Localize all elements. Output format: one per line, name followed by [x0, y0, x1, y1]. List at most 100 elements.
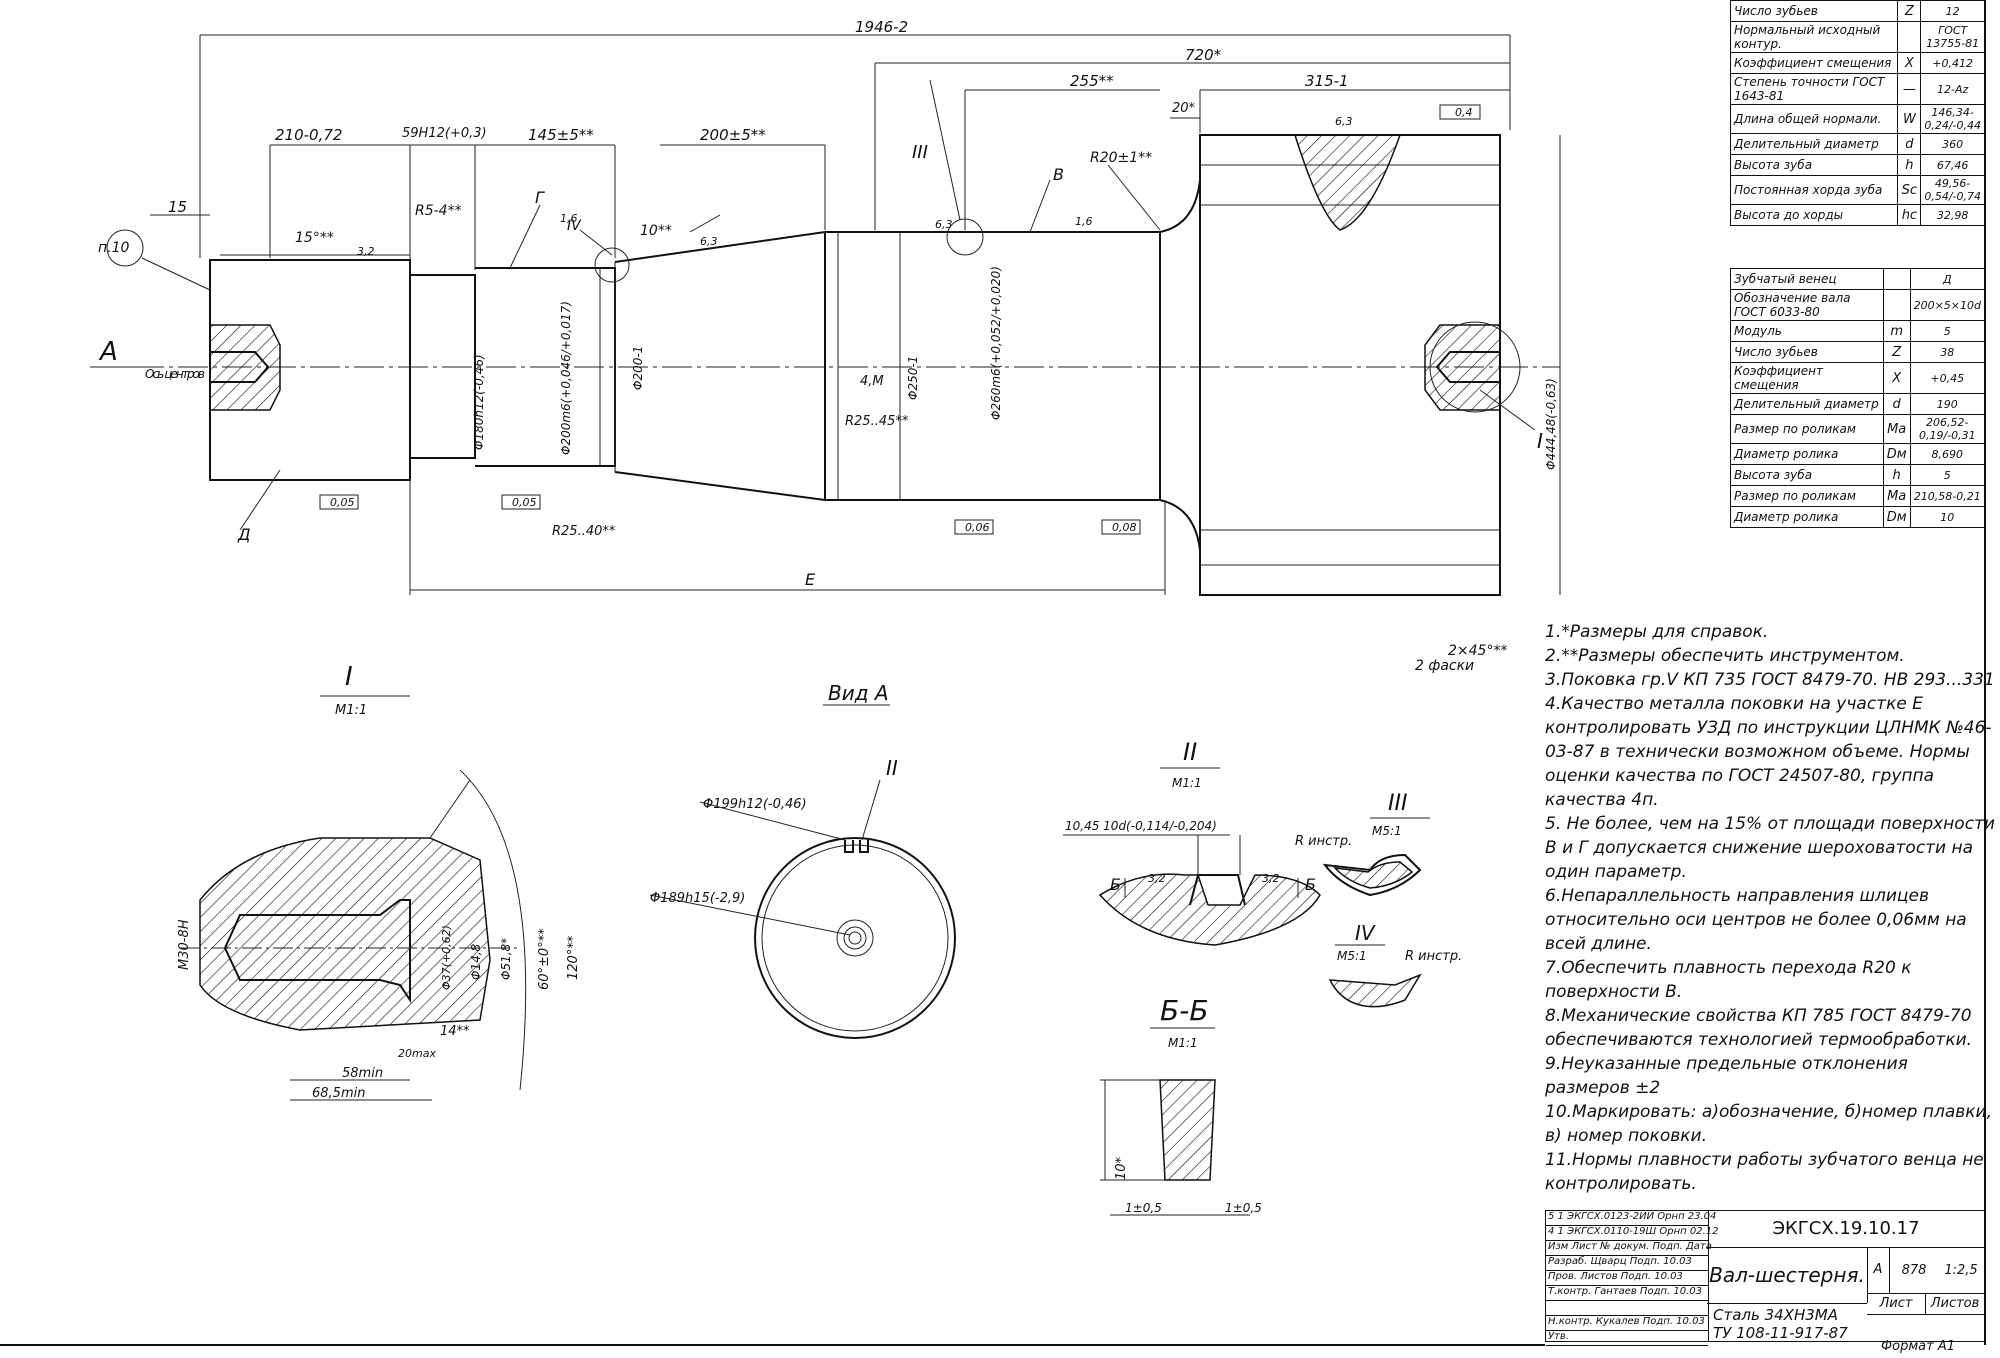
- param-value: 146,34-0,24/-0,44: [1920, 104, 1985, 134]
- param-value: +0,412: [1920, 52, 1985, 74]
- detail-i-14: 14**: [440, 1024, 470, 1039]
- section-b-profile: [1159, 1079, 1216, 1181]
- param-name: Высота до хорды: [1729, 204, 1899, 226]
- param-value: 32,98: [1920, 204, 1985, 226]
- param-name: Делительный диаметр: [1729, 133, 1899, 155]
- detail-i-dia518: Φ51,8*: [499, 938, 513, 980]
- param-value: 210,58-0,21: [1909, 485, 1986, 507]
- shaft-middle-body: [825, 231, 1161, 501]
- section-b-b: Б-Б M1:1 10* 1±0,5 1±0,5: [1100, 994, 1262, 1216]
- param-symbol: Ma: [1882, 485, 1911, 507]
- paper-format: Формат А1: [1880, 1339, 1955, 1354]
- param-value: ГОСТ 13755-81: [1920, 21, 1985, 53]
- param-name: Постоянная хорда зуба: [1729, 175, 1899, 205]
- mark-v: В: [1053, 165, 1064, 184]
- detail-iii-scale: M5:1: [1372, 824, 1402, 838]
- tol-005-a: 0,05: [330, 496, 355, 509]
- detail-iv-title: IV: [1355, 921, 1376, 945]
- dim-145: 145±5**: [528, 126, 594, 144]
- param-symbol: Dм: [1882, 443, 1911, 465]
- detail-ii-width: 10,45 10d(-0,114/-0,204): [1065, 819, 1217, 833]
- part-name: Вал-шестерня.: [1707, 1247, 1868, 1303]
- detail-i-dia148: Φ14,8: [469, 943, 483, 980]
- detail-i-dia37: Φ37(+0,62): [440, 925, 453, 990]
- dim-dia200m6: Φ200m6(+0,046/+0,017): [559, 301, 573, 455]
- param-symbol: h: [1897, 154, 1922, 176]
- dim-2-faces: 2 фаски: [1415, 658, 1474, 674]
- dim-210: 210-0,72: [275, 126, 342, 144]
- detail-mark-1: I: [1537, 429, 1543, 453]
- note-item: 1.*Размеры для справок.: [1545, 622, 1769, 642]
- param-name: Число зубьев: [1730, 341, 1884, 363]
- param-symbol: X: [1882, 362, 1911, 394]
- param-value: 5: [1909, 464, 1986, 486]
- dim-chamfer-2x45: 2×45°**: [1448, 643, 1507, 659]
- param-name: Модуль: [1730, 320, 1884, 342]
- detail-iii-view: III M5:1 R инстр.: [1295, 791, 1430, 897]
- part-material: Сталь 34ХН3МА ТУ 108-11-917-87: [1707, 1303, 1867, 1342]
- rough-63-b: 6,3: [935, 218, 953, 231]
- table-row: Нормальный исходный контур.ГОСТ 13755-81: [1729, 21, 1985, 53]
- rough-16-b: 1,6: [560, 212, 578, 225]
- dim-e: E: [805, 570, 816, 589]
- param-value: 49,56-0,54/-0,74: [1920, 175, 1985, 205]
- param-name: Диаметр ролика: [1730, 443, 1884, 465]
- detail-i-m30: M30-8H: [177, 919, 192, 970]
- title-block-row: Пров. Листов Подп. 10.03: [1546, 1271, 1708, 1286]
- detail-i-685: 68,5min: [312, 1086, 365, 1101]
- detail-iii-title: III: [1388, 791, 1407, 816]
- shaft-main-view: 1946-2 720* 255** 315-1 210-0,72 59H12(+…: [90, 18, 1561, 674]
- param-symbol: [1882, 268, 1911, 290]
- title-block-row: Разраб. Щварц Подп. 10.03: [1546, 1256, 1708, 1271]
- view-a-dia189: Φ189h15(-2,9): [650, 891, 745, 906]
- detail-mark-3: III: [912, 142, 928, 163]
- view-a-outer-circle: [754, 837, 956, 1039]
- detail-i-58: 58min: [342, 1066, 383, 1081]
- dim-chamfer15: 15°**: [295, 230, 334, 246]
- param-name: Диаметр ролика: [1730, 506, 1884, 528]
- mark-g: Г: [535, 188, 545, 207]
- param-value: 8,690: [1909, 443, 1986, 465]
- param-value: 12: [1920, 0, 1985, 22]
- detail-iii-section: [1322, 853, 1422, 897]
- title-block-props: А 878 1:2,5 Лист Листов: [1867, 1247, 1985, 1341]
- dim-15: 15: [168, 198, 187, 216]
- part-mass: 878: [1901, 1262, 1927, 1278]
- param-symbol: [1882, 289, 1911, 321]
- view-a-arrow: A: [98, 337, 118, 367]
- section-b-10: 10*: [1114, 1156, 1129, 1180]
- title-block-row: Н.контр. Кукалев Подп. 10.03: [1546, 1316, 1708, 1331]
- param-name: Коэффициент смещения: [1729, 52, 1899, 74]
- dim-200: 200±5**: [700, 126, 766, 144]
- dim-255: 255**: [1070, 72, 1114, 90]
- detail-i-ang60: 60°±0°**: [537, 928, 552, 990]
- view-a-detail-ii-mark: II: [886, 756, 898, 780]
- tol-005-b: 0,05: [512, 496, 537, 509]
- view-a-dia199: Φ199h12(-0,46): [703, 797, 807, 812]
- material-spec: ТУ 108-11-917-87: [1713, 1324, 1848, 1342]
- param-symbol: hc: [1897, 204, 1922, 226]
- view-a-title: Вид A: [828, 681, 889, 705]
- detail-ii-view: II M1:1 10,45 10d(-0,114/-0,204) Б Б 3,2…: [1063, 738, 1321, 946]
- sheets-label: Листов: [1930, 1296, 1980, 1311]
- note-item: 4.Качество металла поковки на участке E …: [1545, 694, 1992, 810]
- dim-r25-40-a: R25..40**: [552, 524, 616, 539]
- section-b-105-left: 1±0,5: [1125, 1201, 1162, 1215]
- note-item: 2.**Размеры обеспечить инструментом.: [1545, 646, 1905, 666]
- detail-ii-scale: M1:1: [1172, 776, 1202, 790]
- section-mark-b-left: Б: [1110, 875, 1121, 894]
- param-value: 200×5×10d: [1909, 289, 1986, 321]
- note-item: 3.Поковка гр.V КП 735 ГОСТ 8479-70. НВ 2…: [1545, 670, 1995, 690]
